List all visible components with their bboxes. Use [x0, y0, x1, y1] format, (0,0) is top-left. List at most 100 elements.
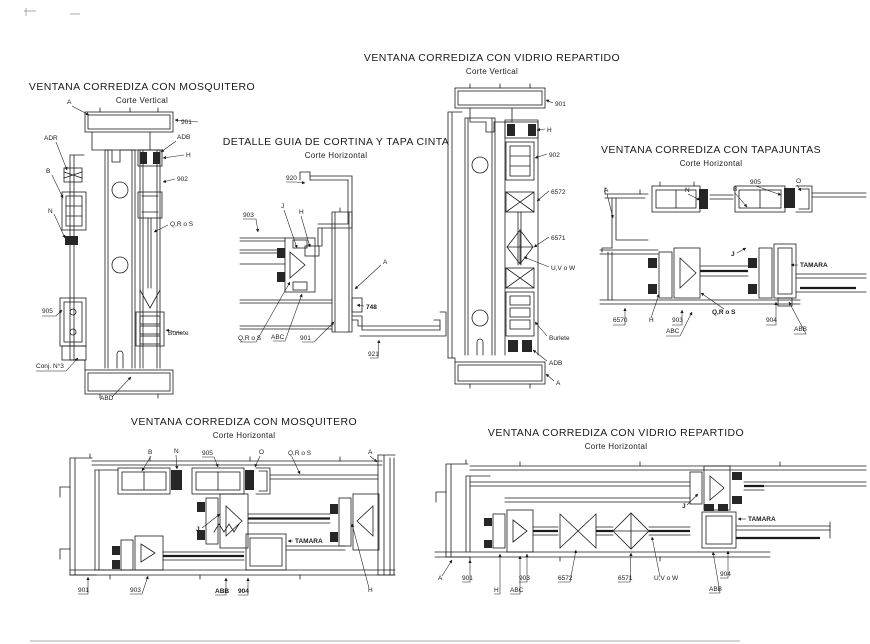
divided-glass-row	[484, 509, 691, 553]
panel-subtitle: Corte Horizontal	[213, 431, 276, 440]
label-902: 902	[177, 176, 188, 183]
panel-subtitle: Corte Vertical	[116, 96, 168, 105]
label-903: 903	[519, 575, 530, 582]
label-n: N	[48, 208, 53, 215]
panel-detalle-guia-cortina: DETALLE GUIA DE CORTINA Y TAPA CINTA Cor…	[223, 136, 449, 359]
panel-title: VENTANA CORREDIZA CON MOSQUITERO	[29, 81, 255, 93]
label-tamara: TAMARA	[295, 538, 323, 545]
label-h: H	[368, 587, 373, 594]
label-b: B	[148, 449, 152, 456]
label-burlete: Burlete	[549, 335, 570, 342]
label-904: 904	[238, 588, 249, 595]
label-abd: ABD	[100, 395, 114, 402]
leader-lines	[78, 454, 378, 596]
vertical-rails	[69, 149, 161, 369]
label-abb: ABB	[709, 586, 722, 593]
register-marks	[24, 8, 740, 642]
part-labels: A 901 ADR ADB H B 902 N Q,R o S 905 Burl…	[36, 99, 194, 402]
label-h: H	[547, 127, 552, 134]
part-labels: 901 H 902 6572 6571 U,V o W Burlete ADB …	[547, 101, 576, 387]
label-qros: Q,R o S	[238, 335, 262, 342]
label-a: A	[368, 449, 373, 456]
jamb-left	[435, 459, 491, 558]
label-a: A	[556, 380, 561, 387]
label-903: 903	[243, 212, 254, 219]
label-uvow: U,V o W	[551, 265, 576, 272]
panel-subtitle: Corte Horizontal	[680, 159, 743, 168]
frame-lines	[469, 461, 867, 503]
vertical-rails	[447, 111, 539, 359]
label-abb: ABB	[215, 588, 229, 595]
sash-hardware	[504, 121, 539, 352]
label-b: B	[733, 186, 737, 193]
sill-profile	[447, 357, 546, 389]
label-a: A	[383, 259, 388, 266]
panel-tapajuntas-horizontal: VENTANA CORREDIZA CON TAPAJUNTAS Corte H…	[599, 144, 867, 337]
label-905: 905	[42, 308, 53, 315]
label-o: O	[796, 178, 801, 185]
glass-lines	[239, 237, 333, 330]
panel-title: VENTANA CORREDIZA CON MOSQUITERO	[131, 416, 357, 428]
sill-profile	[69, 359, 174, 399]
tapacinta-profile	[299, 171, 353, 247]
panel-subtitle: Corte Horizontal	[585, 442, 648, 451]
label-6571: 6571	[551, 235, 566, 242]
jamb-profile	[601, 187, 649, 301]
label-j: J	[682, 503, 686, 510]
label-abc: ABC	[510, 587, 524, 594]
panel-title: VENTANA CORREDIZA CON VIDRIO REPARTIDO	[364, 52, 620, 64]
label-conj-n3: Conj. N°3	[36, 362, 64, 370]
part-labels: A 901 H 903 ABC 6572 6571 U,V o W ABB 90…	[438, 503, 776, 594]
label-h: H	[494, 587, 499, 594]
label-qros: Q,R o S	[712, 309, 736, 316]
panel-mosquitero-horizontal: VENTANA CORREDIZA CON MOSQUITERO Corte H…	[59, 416, 396, 596]
label-6570: 6570	[613, 317, 628, 324]
label-h: H	[649, 317, 654, 324]
label-b: B	[46, 168, 50, 175]
label-n: N	[685, 187, 690, 194]
head-frame-profile	[84, 107, 174, 163]
label-a: A	[438, 575, 443, 582]
jamb-right	[377, 454, 396, 576]
label-h: H	[299, 209, 304, 216]
frame-sill-lines	[434, 551, 771, 562]
label-920: 920	[286, 175, 297, 182]
label-903: 903	[130, 587, 141, 594]
label-901: 901	[462, 575, 473, 582]
label-901: 901	[181, 119, 192, 126]
hardware-right	[135, 149, 165, 347]
label-abc: ABC	[666, 328, 680, 335]
jamb-left	[59, 453, 122, 576]
panel-vidrio-repartido-horizontal: VENTANA CORREDIZA CON VIDRIO REPARTIDO C…	[434, 427, 867, 595]
label-904: 904	[766, 317, 777, 324]
part-labels: 920 J H 903 A 748 Q,R o S ABC 901 921	[238, 175, 388, 358]
panel-mosquitero-vertical: VENTANA CORREDIZA CON MOSQUITERO Corte V…	[29, 81, 255, 402]
hardware-left	[59, 167, 87, 361]
label-h: H	[186, 152, 191, 159]
label-qros: Q,R o S	[288, 450, 312, 457]
mosquitero-sashes	[117, 467, 379, 495]
interlock-row	[197, 493, 380, 551]
label-abc: ABC	[271, 334, 285, 341]
label-6572: 6572	[558, 575, 573, 582]
label-n: N	[174, 448, 179, 455]
label-a: A	[67, 99, 72, 106]
panel-vidrio-repartido-vertical: VENTANA CORREDIZA CON VIDRIO REPARTIDO C…	[364, 52, 620, 389]
label-adr: ADR	[44, 135, 58, 142]
label-905: 905	[202, 450, 213, 457]
label-j: J	[281, 203, 284, 210]
panel-title: DETALLE GUIA DE CORTINA Y TAPA CINTA	[223, 136, 449, 148]
label-a: A	[604, 187, 609, 194]
part-labels: B N 905 O Q,R o S A J TAMARA 901 903 ABB…	[78, 448, 373, 595]
leader-lines	[441, 493, 746, 595]
label-qros: Q,R o S	[170, 221, 194, 228]
leader-lines	[36, 105, 199, 398]
label-903: 903	[672, 317, 683, 324]
label-921: 921	[368, 351, 379, 358]
label-adb: ADB	[549, 360, 562, 367]
frame-sill-lines	[69, 569, 396, 580]
panel-title: VENTANA CORREDIZA CON VIDRIO REPARTIDO	[488, 427, 744, 439]
leader-lines	[606, 184, 807, 337]
